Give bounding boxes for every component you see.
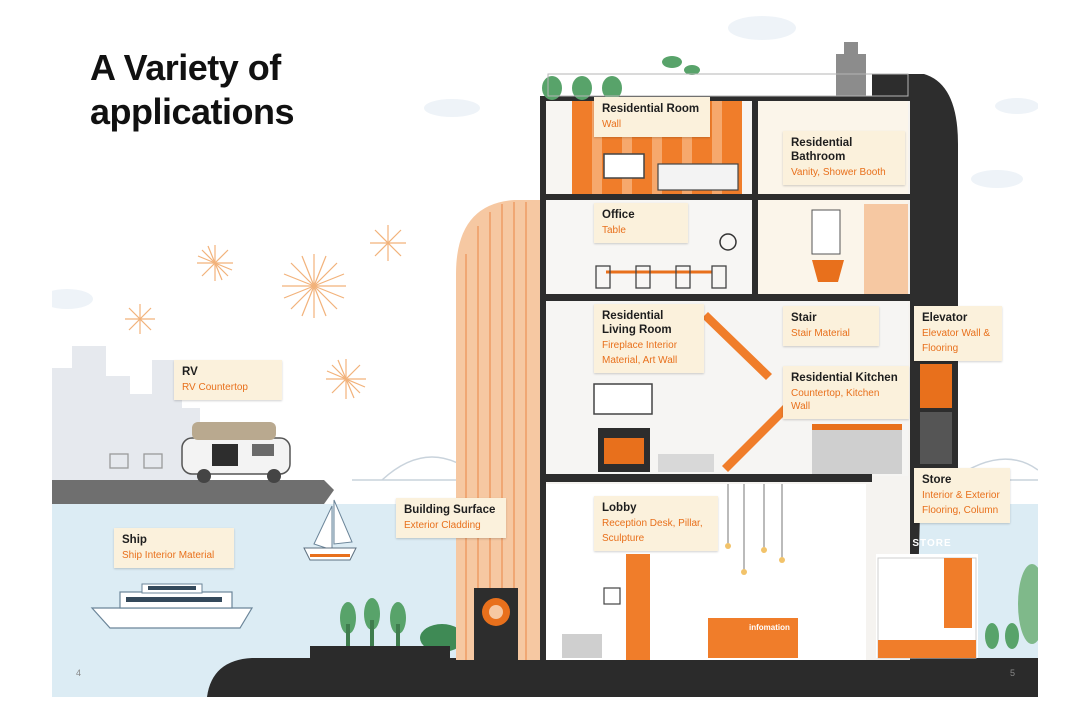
label-ship-sub: Ship Interior Material: [122, 550, 215, 561]
slide: A Variety of applications Residential Ro…: [52, 14, 1038, 697]
label-residential-kitchen-title: Residential Kitchen: [791, 372, 898, 384]
label-stair: Stair Stair Material: [783, 306, 879, 346]
label-elevator: Elevator Elevator Wall & Flooring: [914, 306, 1002, 361]
rv-vehicle: [109, 422, 291, 483]
label-office-title: Office: [602, 209, 635, 221]
pier: [52, 480, 324, 504]
label-ship-title: Ship: [122, 534, 147, 546]
floor-slabs: [540, 96, 910, 660]
label-living-room-title-2: Living Room: [602, 324, 672, 336]
information-sign: infomation: [749, 623, 790, 632]
title-line-2: applications: [90, 91, 295, 132]
label-building-surface-title: Building Surface: [404, 504, 496, 516]
ground: [207, 658, 1038, 697]
label-stair-title: Stair: [791, 312, 817, 324]
label-residential-bathroom-sub: Vanity, Shower Booth: [791, 167, 886, 178]
label-building-surface-sub: Exterior Cladding: [404, 520, 481, 531]
label-living-room-sub-1: Fireplace Interior: [602, 340, 678, 351]
label-store-sub-2: Flooring, Column: [922, 505, 999, 516]
bushes: [340, 564, 1038, 652]
store-sign: STORE: [912, 538, 952, 549]
ship-vessel: [90, 583, 254, 629]
label-residential-bathroom-title-2: Bathroom: [791, 151, 846, 163]
page-number-left: 4: [76, 668, 82, 678]
label-elevator-sub-1: Elevator Wall &: [922, 328, 990, 339]
label-rv-sub: RV Countertop: [182, 382, 248, 393]
title-line-1: A Variety of: [90, 47, 281, 88]
label-lobby-title: Lobby: [602, 502, 637, 514]
label-living-room-title-1: Residential: [602, 310, 664, 322]
label-stair-sub: Stair Material: [791, 328, 850, 339]
label-residential-bathroom-title-1: Residential: [791, 137, 853, 149]
label-elevator-title: Elevator: [922, 312, 968, 324]
fireworks: [125, 225, 406, 399]
label-ship: Ship Ship Interior Material: [114, 528, 234, 568]
label-rv: RV RV Countertop: [174, 360, 282, 400]
label-store-title: Store: [922, 474, 952, 486]
label-residential-room-title: Residential Room: [602, 103, 700, 115]
label-living-room: Residential Living Room Fireplace Interi…: [594, 304, 704, 373]
label-store-sub-1: Interior & Exterior: [922, 490, 1000, 501]
label-rv-title: RV: [182, 366, 198, 378]
sailboat: [303, 499, 357, 561]
label-office: Office Table: [594, 203, 688, 243]
label-lobby: Lobby Reception Desk, Pillar, Sculpture: [594, 496, 718, 551]
label-office-sub: Table: [602, 225, 626, 236]
rooftop: [542, 42, 909, 100]
label-lobby-sub-1: Reception Desk, Pillar,: [602, 518, 703, 529]
label-residential-kitchen: Residential Kitchen Countertop, Kitchen …: [783, 366, 909, 419]
label-building-surface: Building Surface Exterior Cladding: [396, 498, 506, 538]
label-residential-bathroom: Residential Bathroom Vanity, Shower Boot…: [783, 131, 905, 185]
label-residential-room: Residential Room Wall: [594, 97, 710, 137]
label-living-room-sub-2: Material, Art Wall: [602, 355, 678, 366]
label-lobby-sub-2: Sculpture: [602, 533, 645, 544]
label-elevator-sub-2: Flooring: [922, 343, 959, 354]
clouds: [52, 16, 1038, 309]
page-number-right: 5: [1010, 668, 1016, 678]
label-store: Store Interior & Exterior Flooring, Colu…: [914, 468, 1010, 523]
label-residential-room-sub: Wall: [602, 119, 622, 130]
label-residential-kitchen-sub: Countertop, Kitchen Wall: [791, 388, 880, 412]
page-title: A Variety of applications: [90, 46, 295, 134]
